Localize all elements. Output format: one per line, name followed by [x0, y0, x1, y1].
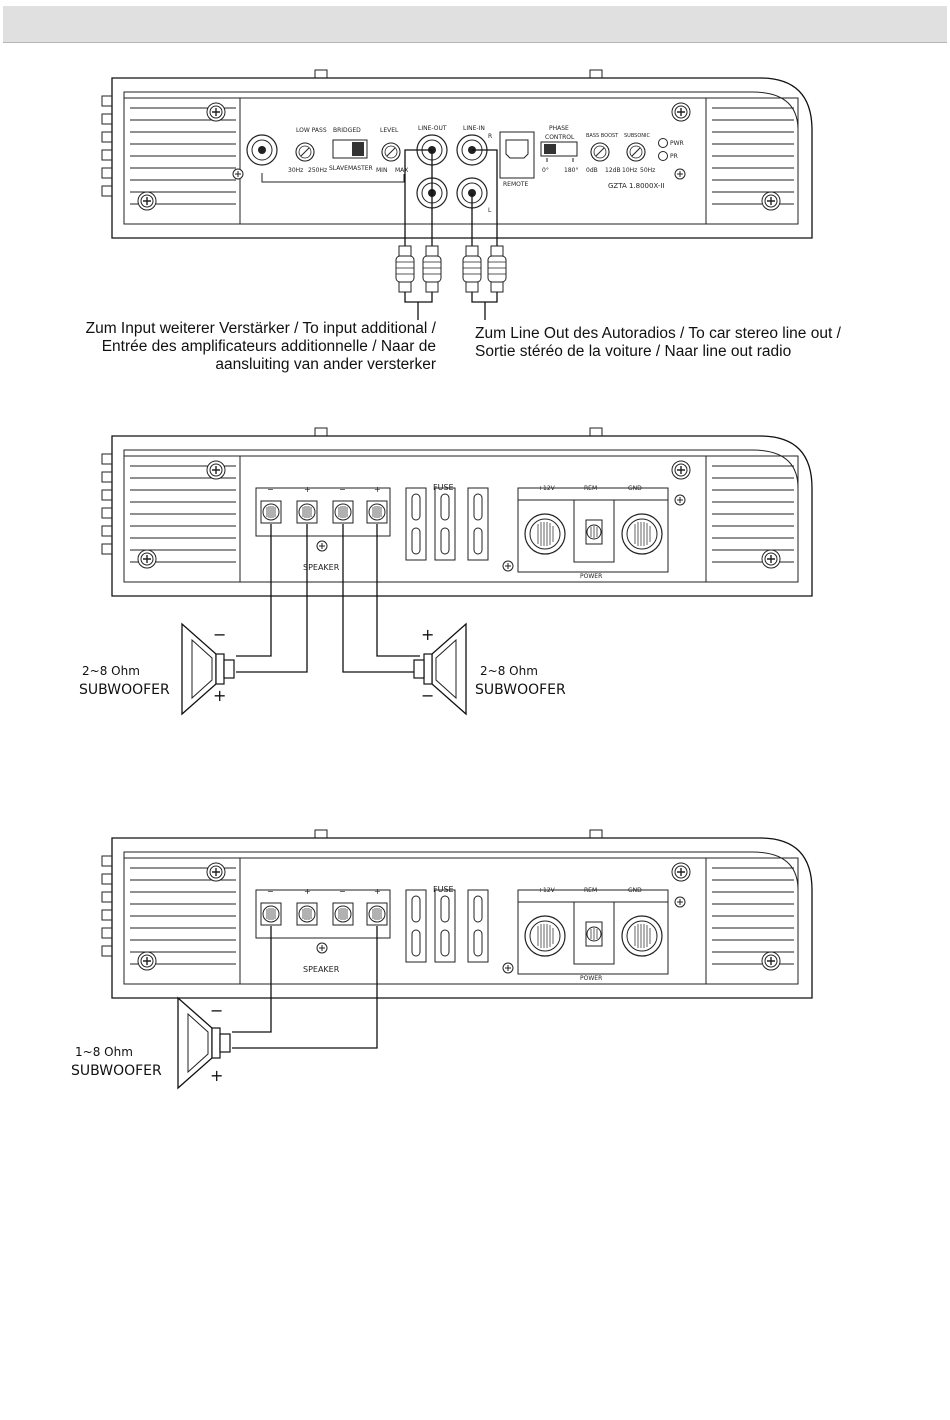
pr-label: PR — [670, 153, 678, 160]
subsonic-label: SUBSONIC — [624, 133, 651, 139]
control-label: CONTROL — [545, 134, 575, 141]
plus12v-label: +12V — [538, 485, 556, 492]
left-sub-impedance: 2~8 Ohm — [82, 664, 140, 678]
low-pass-max: 250Hz — [308, 167, 327, 174]
right-sub-impedance: 2~8 Ohm — [480, 664, 538, 678]
terminal-minus-2: − — [339, 485, 346, 494]
gnd-label: GND — [628, 887, 642, 894]
power-label: POWER — [580, 573, 602, 580]
model-label: GZTA 1.8000X-II — [608, 182, 665, 190]
level-min: MIN — [376, 167, 387, 174]
slave-label: SLAVE — [329, 165, 348, 172]
terminal-plus-2: + — [374, 887, 381, 896]
terminal-minus-2: − — [339, 887, 346, 896]
phase-label: PHASE — [549, 125, 569, 132]
level-label: LEVEL — [380, 127, 399, 134]
low-pass-label: LOW PASS — [296, 127, 327, 134]
diagram-line-connections: LOW PASS 30Hz 250Hz BRIDGED SLAVE MASTER… — [102, 70, 812, 320]
fuse-label: FUSE — [433, 483, 454, 492]
svg-text:Sortie stéréo de la voiture /: Sortie stéréo de la voiture / Naar line … — [475, 343, 791, 360]
line-in-label: LINE-IN — [463, 125, 485, 132]
diagram-two-subwoofers: − + − + SPEAKER FUSE +12V REM GND POWER — [102, 428, 812, 673]
svg-text:Entrée des amplificateurs addi: Entrée des amplificateurs additionnelle … — [102, 338, 436, 355]
terminal-minus-1: − — [267, 887, 274, 896]
subsonic-min: 10Hz — [622, 167, 637, 174]
pwr-led — [658, 138, 668, 148]
master-label: MASTER — [348, 165, 373, 172]
fuse-label: FUSE — [433, 885, 454, 894]
svg-text:Zum Input weiterer Verstärker: Zum Input weiterer Verstärker / To input… — [86, 320, 437, 337]
right-sub-label: SUBWOOFER — [475, 682, 566, 698]
line-in-r: R — [488, 133, 492, 140]
single-sub-plus: + — [210, 1066, 223, 1085]
subsonic-max: 50Hz — [640, 167, 655, 174]
low-pass-min: 30Hz — [288, 167, 303, 174]
single-sub-label: SUBWOOFER — [71, 1063, 162, 1079]
left-sub-minus: − — [213, 625, 226, 644]
diagram-one-subwoofer: − + − + SPEAKER FUSE +12V REM GND POWER — [102, 830, 812, 1049]
terminal-plus-2: + — [374, 485, 381, 494]
power-label: POWER — [580, 975, 602, 982]
header-bar — [3, 6, 947, 43]
single-sub-impedance: 1~8 Ohm — [75, 1045, 133, 1059]
speaker-label: SPEAKER — [303, 563, 340, 572]
svg-text:aansluiting van ander versterk: aansluiting van ander versterker — [215, 356, 436, 373]
rem-label: REM — [584, 887, 597, 894]
svg-text:Zum Line Out des Autoradios /: Zum Line Out des Autoradios / To car ste… — [475, 325, 842, 342]
line-in-l: L — [488, 207, 492, 214]
terminal-minus-1: − — [267, 485, 274, 494]
line-out-label: LINE-OUT — [418, 125, 447, 132]
remote-port — [499, 131, 535, 179]
bridged-label: BRIDGED — [333, 127, 361, 134]
terminal-plus-1: + — [304, 485, 311, 494]
plus12v-label: +12V — [538, 887, 556, 894]
terminal-plus-1: + — [304, 887, 311, 896]
level-max: MAX — [395, 167, 408, 174]
right-sub-minus: − — [421, 686, 434, 705]
left-sub-plus: + — [213, 686, 226, 705]
pwr-label: PWR — [670, 140, 684, 147]
speaker-label: SPEAKER — [303, 965, 340, 974]
pr-led — [658, 151, 668, 161]
left-caption: Zum Input weiterer Verstärker / To input… — [86, 320, 437, 373]
bass-min: 0dB — [586, 167, 598, 174]
phase-max: 180° — [564, 167, 578, 174]
right-sub-plus: + — [421, 625, 434, 644]
right-caption: Zum Line Out des Autoradios / To car ste… — [475, 325, 842, 360]
phase-min: 0° — [542, 167, 549, 174]
rca-cables — [395, 149, 507, 320]
single-sub-minus: − — [210, 1001, 223, 1020]
gnd-label: GND — [628, 485, 642, 492]
bass-boost-label: BASS BOOST — [586, 133, 619, 139]
rem-label: REM — [584, 485, 597, 492]
bass-max: 12dB — [605, 167, 621, 174]
left-sub-label: SUBWOOFER — [79, 682, 170, 698]
remote-label: REMOTE — [503, 181, 529, 188]
